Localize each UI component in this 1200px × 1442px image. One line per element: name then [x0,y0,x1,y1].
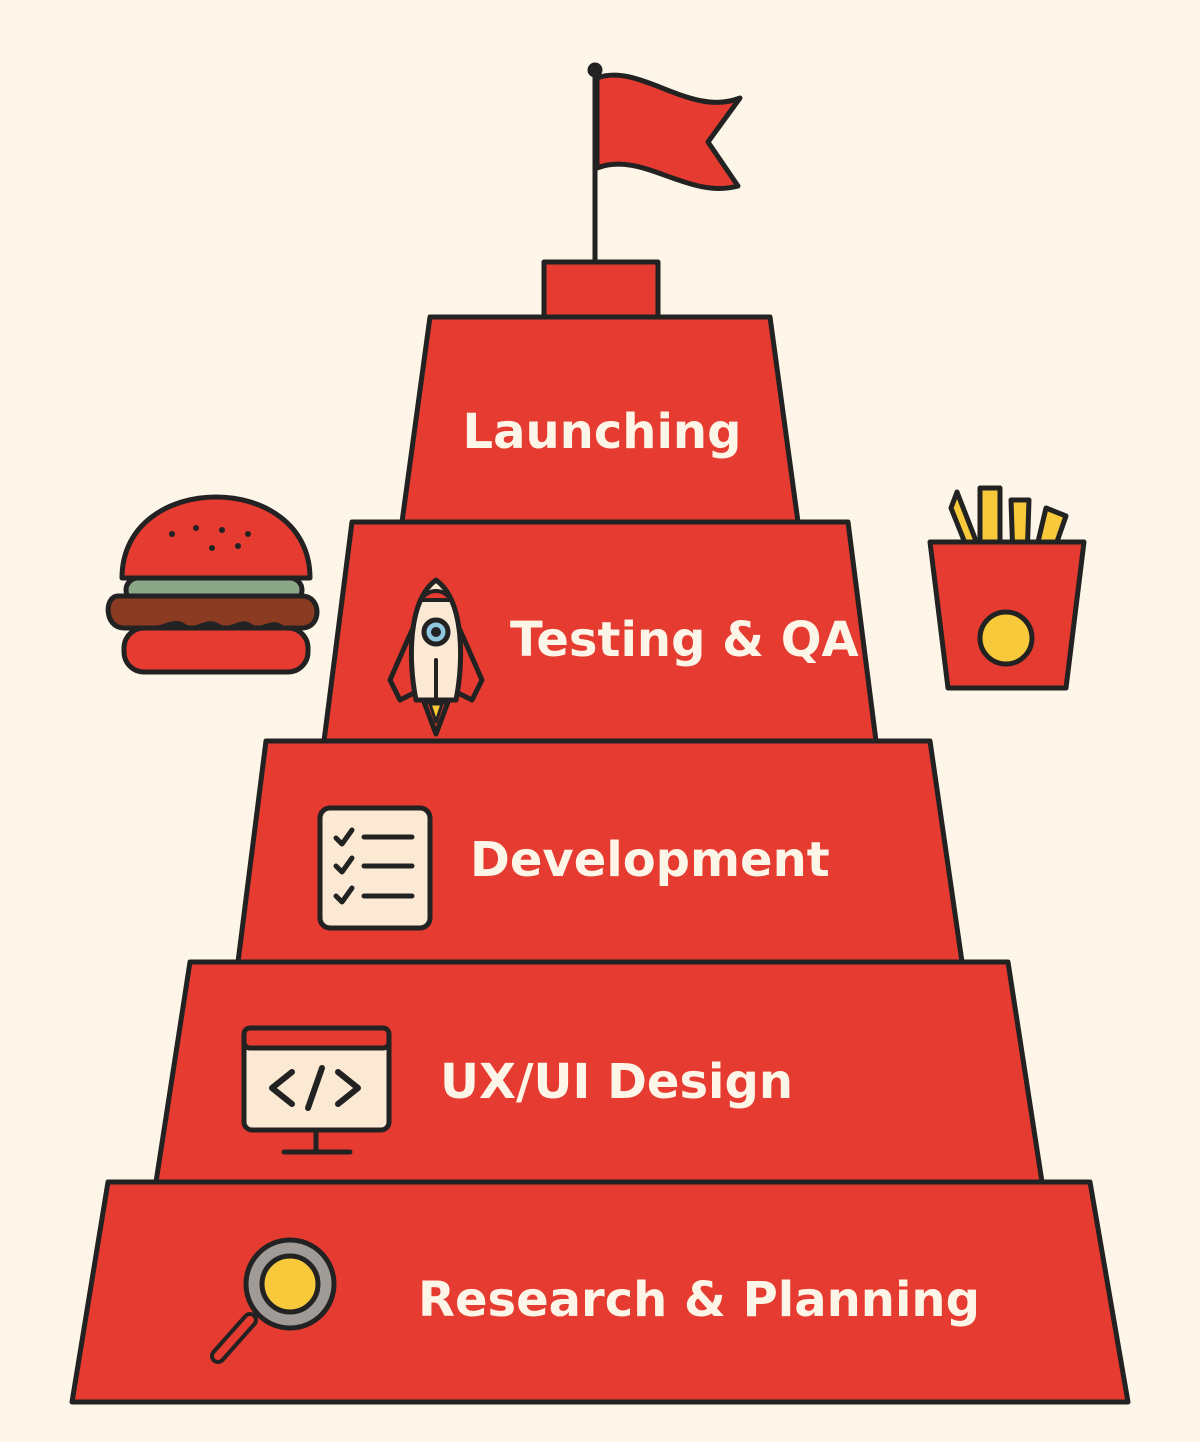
rocket-icon [387,577,485,737]
fries-icon [927,485,1087,691]
checklist-icon [317,805,433,931]
tier-launching [399,314,801,525]
tier-label-development: Development [470,832,830,888]
tier-label-launching: Launching [463,404,742,460]
tier-label-ux-ui-design: UX/UI Design [440,1054,793,1110]
burger-icon [105,494,320,675]
code-monitor-icon [241,1025,392,1155]
flag-icon [587,62,743,265]
magnifier-icon [210,1237,337,1364]
tier-label-research-planning: Research & Planning [418,1272,980,1328]
tier-labels: Launching Testing & QA Development UX/UI… [418,404,980,1328]
summit-block [541,259,661,320]
tier-label-testing-qa: Testing & QA [510,612,859,668]
